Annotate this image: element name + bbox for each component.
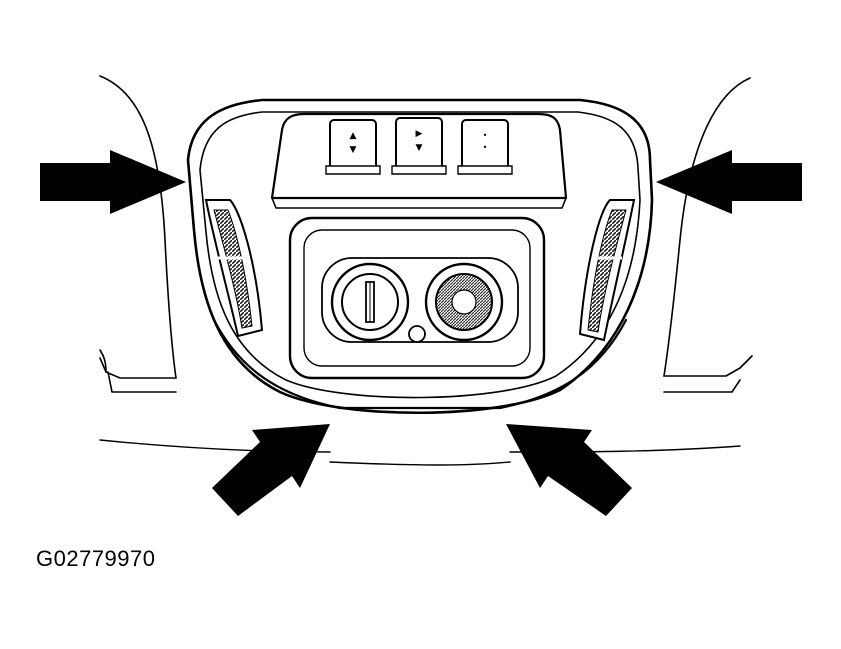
callout-arrow-right	[656, 150, 802, 214]
svg-text:▲: ▲	[350, 131, 357, 141]
air-vent-left	[206, 200, 262, 336]
indicator-lamp	[409, 326, 425, 342]
switch-button-2: ▶ ▼	[392, 118, 446, 174]
headliner-right	[664, 78, 752, 392]
callout-arrow-bottom-left	[212, 424, 330, 516]
console-lower-rim	[214, 320, 626, 408]
control-panel-inner	[304, 230, 530, 366]
svg-text:▼: ▼	[350, 145, 357, 155]
figure-id-label: G02779970	[36, 546, 156, 571]
button-module	[272, 114, 566, 198]
switch-button-3: • •	[458, 120, 512, 174]
headliner-bottom	[100, 440, 740, 465]
svg-text:▶: ▶	[416, 129, 423, 139]
console-shell	[188, 100, 652, 413]
air-vent-right	[580, 200, 634, 340]
svg-text:•: •	[483, 143, 488, 152]
control-knob-left	[332, 264, 408, 340]
control-panel-outer	[290, 218, 544, 378]
callout-arrow-bottom-right	[506, 424, 632, 516]
switch-button-1: ▲ ▼	[326, 120, 380, 174]
control-knob-right	[426, 264, 502, 340]
svg-text:•: •	[483, 131, 488, 140]
callout-arrow-left	[40, 150, 186, 214]
headliner-left	[100, 76, 176, 392]
button-module-base	[272, 198, 566, 208]
console-shell-inner-edge	[200, 112, 640, 398]
svg-text:▼: ▼	[416, 143, 423, 153]
